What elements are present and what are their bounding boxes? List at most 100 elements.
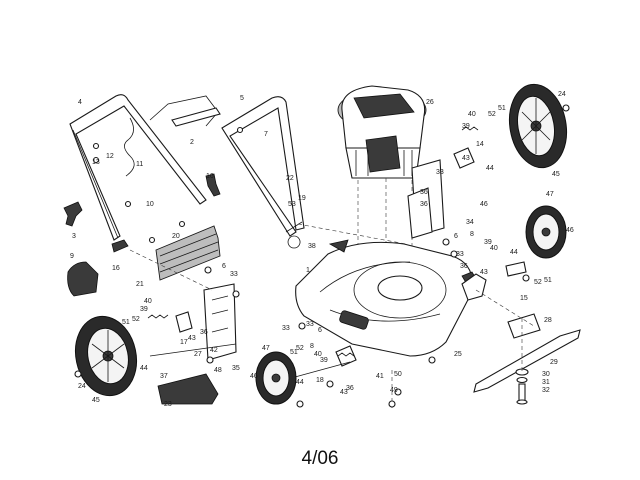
- lower-handle: [221, 96, 305, 237]
- callout-33: 33: [230, 271, 238, 278]
- adjuster-gear-right: [461, 273, 487, 301]
- callout-28: 28: [544, 317, 552, 324]
- callout-36: 36: [200, 329, 208, 336]
- callout-26: 26: [426, 99, 434, 106]
- throttle-wedge: [328, 239, 349, 253]
- rear-axle: [149, 343, 237, 357]
- callout-2: 2: [190, 139, 194, 146]
- callout-8: 8: [310, 343, 314, 350]
- handle-knob-left: [63, 201, 83, 227]
- callout-46: 46: [480, 201, 488, 208]
- callout-18: 18: [316, 377, 324, 384]
- callout-40: 40: [314, 351, 322, 358]
- callout-13: 13: [92, 159, 100, 166]
- callout-46: 46: [250, 373, 258, 380]
- callout-49: 49: [390, 387, 398, 394]
- callout-45: 45: [552, 171, 560, 178]
- callout-15: 15: [520, 295, 528, 302]
- callout-6: 6: [222, 263, 226, 270]
- callout-53: 53: [288, 201, 296, 208]
- callout-8: 8: [470, 231, 474, 238]
- callout-51: 51: [544, 277, 552, 284]
- callout-19: 19: [298, 195, 306, 202]
- blade-bolt: [515, 368, 529, 405]
- callout-46: 46: [566, 227, 574, 234]
- blade: [473, 329, 581, 393]
- callout-24: 24: [78, 383, 86, 390]
- callout-36: 36: [420, 189, 428, 196]
- callout-5: 5: [240, 95, 244, 102]
- callout-11: 11: [136, 161, 143, 168]
- handle-knob-lower: [111, 239, 129, 253]
- callout-40: 40: [144, 298, 152, 305]
- callout-44: 44: [296, 379, 304, 386]
- callout-52: 52: [296, 345, 304, 352]
- callout-17: 17: [180, 339, 188, 346]
- callout-41: 41: [376, 373, 384, 380]
- engine: [337, 85, 427, 179]
- control-bail: [149, 95, 221, 127]
- callout-40: 40: [490, 245, 498, 252]
- callout-25: 25: [454, 351, 462, 358]
- callout-51: 51: [122, 319, 130, 326]
- handle-bolts: [92, 126, 244, 244]
- callout-24: 24: [558, 91, 566, 98]
- stud: [285, 221, 303, 249]
- callout-52: 52: [534, 279, 542, 286]
- spring-center: [337, 352, 355, 357]
- callout-27: 27: [194, 351, 202, 358]
- callout-23: 23: [164, 401, 172, 408]
- blade-adapter: [507, 313, 541, 339]
- callout-43: 43: [188, 335, 196, 342]
- callout-33: 33: [282, 325, 290, 332]
- callout-39: 39: [320, 357, 328, 364]
- discharge-chute: [157, 373, 219, 405]
- callout-14: 14: [476, 141, 484, 148]
- hardware: [74, 104, 570, 408]
- callout-36: 36: [460, 263, 468, 270]
- callout-31: 31: [542, 379, 550, 386]
- callout-44: 44: [486, 165, 494, 172]
- rear-bracket: [203, 283, 237, 361]
- callout-6: 6: [318, 327, 322, 334]
- callout-33: 33: [456, 251, 464, 258]
- adjuster-plate-left: [175, 311, 193, 333]
- callout-43: 43: [340, 389, 348, 396]
- handle-knob-right: [205, 173, 221, 197]
- callout-39: 39: [462, 123, 470, 130]
- callout-33: 33: [306, 321, 314, 328]
- callout-51: 51: [290, 349, 298, 356]
- callout-52: 52: [488, 111, 496, 118]
- callout-10: 10: [146, 201, 154, 208]
- wheel-rear-right: [508, 83, 568, 169]
- callout-48: 48: [214, 367, 222, 374]
- adjuster-plate-right: [505, 261, 527, 277]
- wheel-front-right: [525, 205, 567, 259]
- callout-33: 33: [436, 169, 444, 176]
- callout-32: 32: [542, 387, 550, 394]
- callout-39: 39: [140, 306, 148, 313]
- callout-4: 4: [78, 99, 82, 106]
- callout-52: 52: [132, 316, 140, 323]
- callout-16: 16: [112, 265, 120, 272]
- callout-43: 43: [462, 155, 470, 162]
- callout-36: 36: [346, 385, 354, 392]
- callout-3: 3: [72, 233, 76, 240]
- wheel-front-left: [255, 351, 297, 405]
- callout-20: 20: [172, 233, 180, 240]
- callout-36: 36: [420, 201, 428, 208]
- callout-35: 35: [232, 365, 240, 372]
- callout-51: 51: [498, 105, 506, 112]
- wheel-rear-left: [74, 315, 138, 397]
- callout-44: 44: [140, 365, 148, 372]
- rear-flap: [67, 261, 99, 297]
- spring-right: [461, 126, 479, 131]
- callout-22: 22: [286, 175, 294, 182]
- upper-handle: [69, 94, 207, 241]
- callout-6: 6: [454, 233, 458, 240]
- callout-40: 40: [468, 111, 476, 118]
- callout-29: 29: [550, 359, 558, 366]
- callout-42: 42: [210, 347, 218, 354]
